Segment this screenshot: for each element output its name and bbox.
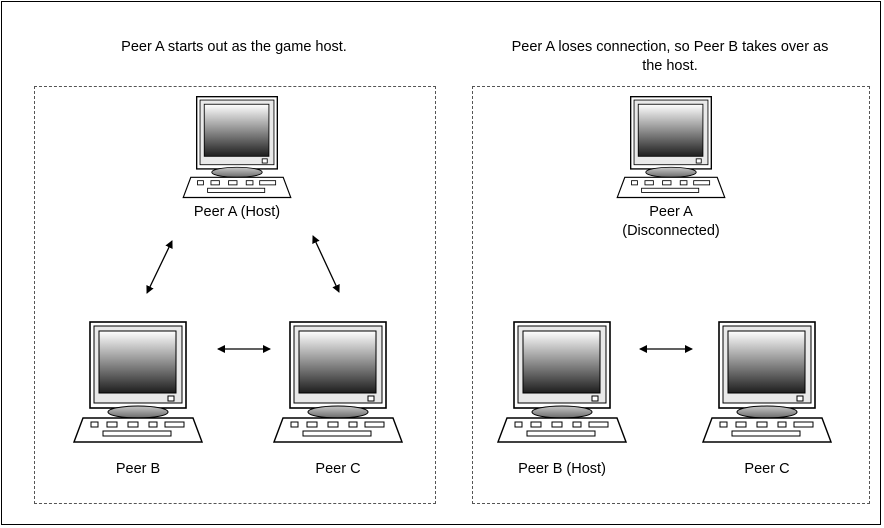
peer-c-label: Peer C [315,461,361,477]
peer-a-label-line-2: (Disconnected) [622,223,720,239]
peer-b-label: Peer B [115,461,161,477]
peer-a-host-label: Peer A (Host) [193,204,281,220]
right-panel [472,86,870,504]
right-caption-line-2: the host. [642,58,698,74]
left-panel-caption: Peer A starts out as the game host. [121,39,347,55]
left-panel [34,86,436,504]
peer-a-label-line-1: Peer A [649,204,693,220]
right-panel-caption: Peer A loses connection, so Peer B takes… [460,38,880,76]
peer-c-right-label: Peer C [744,461,790,477]
right-caption-line-1: Peer A loses connection, so Peer B takes… [511,39,829,55]
peer-b-host-label: Peer B (Host) [518,461,606,477]
peer-a-disconnected-label: Peer A (Disconnected) [591,203,751,241]
